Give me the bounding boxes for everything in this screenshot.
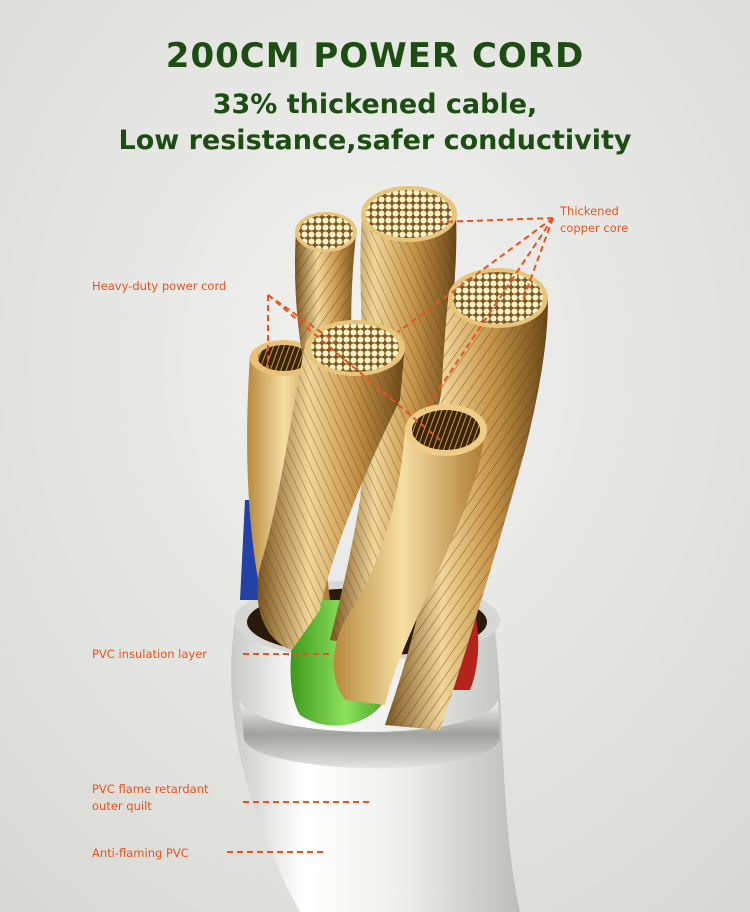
- copper-bundle-top: [330, 186, 457, 650]
- callout-anti-flaming: Anti-flaming PVC: [92, 846, 189, 860]
- callout-thickened-core: Thickened copper core: [560, 204, 629, 235]
- subtitle-line-2: Low resistance,safer conductivity: [118, 125, 632, 156]
- callout-heavy-duty: Heavy-duty power cord: [92, 279, 227, 293]
- callout-pvc-insulation: PVC insulation layer: [92, 647, 208, 661]
- metal-ring: [240, 700, 500, 769]
- front-insulated-core: [333, 404, 487, 705]
- callout-leaders: [227, 217, 554, 853]
- copper-bundle-right: [385, 268, 548, 730]
- copper-bundle-front-left: [257, 320, 405, 650]
- page-title: 200CM POWER CORD: [165, 36, 585, 76]
- callout-flame-retardant: PVC flame retardant outer quilt: [92, 782, 209, 813]
- subtitle-line-1: 33% thickened cable,: [212, 89, 538, 120]
